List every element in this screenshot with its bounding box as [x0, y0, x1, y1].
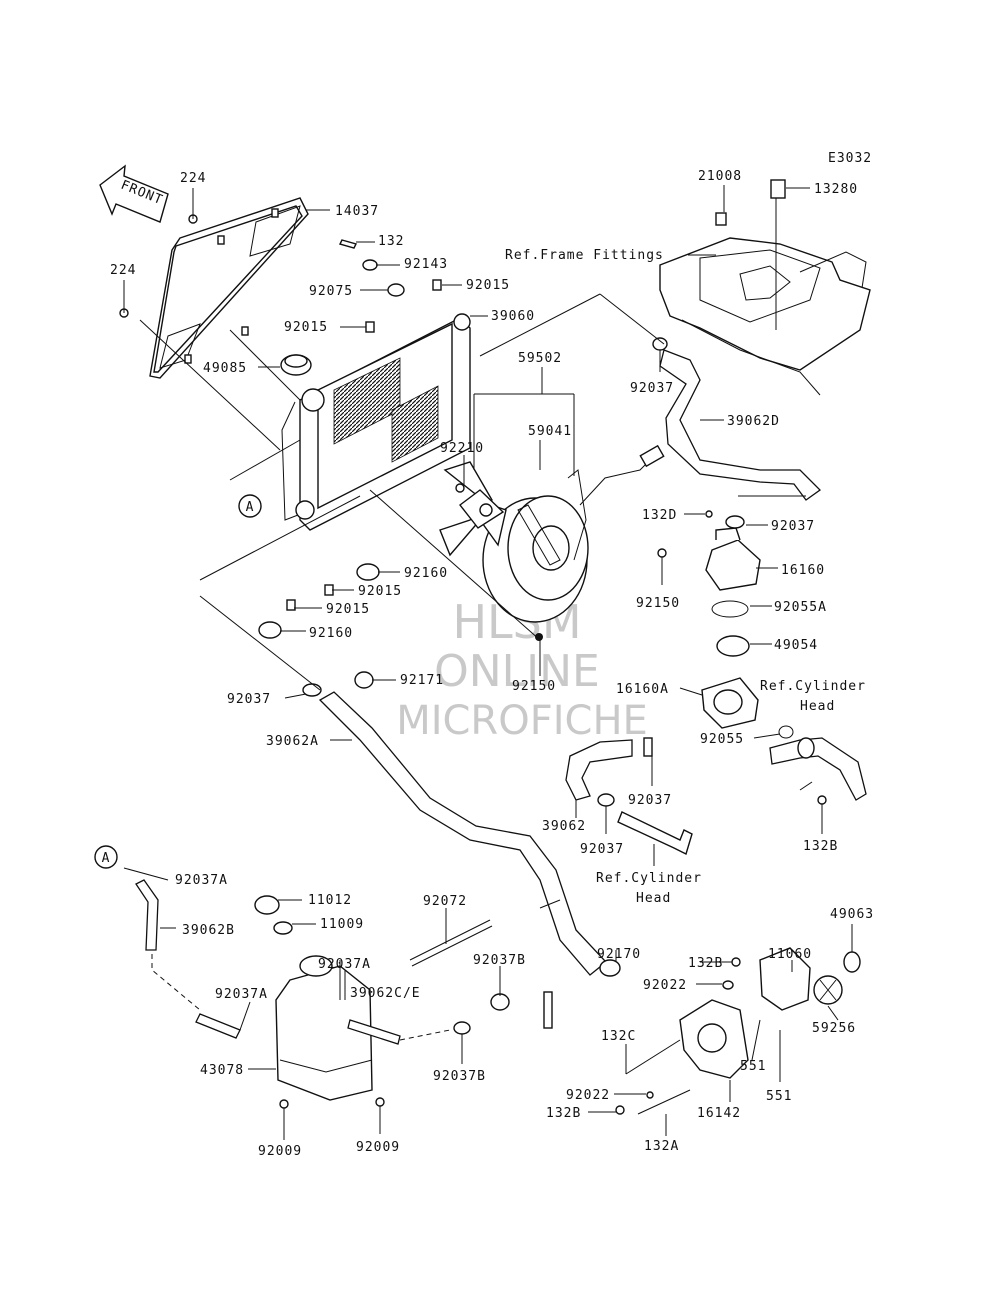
part-label-132D: 132D: [642, 508, 677, 523]
leader-lines: [123, 185, 853, 1140]
part-label-92015-a: 92015: [466, 278, 510, 293]
part-label-92160-b: 92160: [309, 626, 353, 641]
part-label-16142: 16142: [697, 1106, 741, 1121]
part-label-39062D: 39062D: [727, 414, 780, 429]
part-label-92037A-a: 92037A: [175, 873, 228, 888]
part-label-92160-a: 92160: [404, 566, 448, 581]
part-label-92171: 92171: [400, 673, 444, 688]
marker-a-bottom: [94, 845, 118, 869]
part-label-21008: 21008: [698, 169, 742, 184]
ref-cylinder-head-1-line1: Ref.Cylinder: [760, 679, 866, 694]
pipe-right: [769, 737, 867, 805]
marker-a-bottom-label: A: [102, 851, 111, 866]
part-label-39062CE: 39062C/E: [350, 986, 421, 1001]
pipe-lower: [617, 811, 693, 855]
part-label-132B-a: 132B: [803, 839, 838, 854]
part-label-11009: 11009: [320, 917, 364, 932]
ref-cylinder-head-2-line1: Ref.Cylinder: [596, 871, 702, 886]
part-label-92037-c: 92037: [771, 519, 815, 534]
part-label-92009-a: 92009: [258, 1144, 302, 1159]
part-label-92037-d: 92037: [628, 793, 672, 808]
hose-39062: [565, 737, 653, 807]
hose-39062A: [302, 671, 607, 976]
part-label-132B-c: 132B: [546, 1106, 581, 1121]
part-label-92055: 92055: [700, 732, 744, 747]
part-label-49063: 49063: [830, 907, 874, 922]
ref-cylinder-head-2-line2: Head: [636, 891, 671, 906]
ref-frame-fittings: Ref.Frame Fittings: [505, 248, 664, 263]
radiator-cap: [280, 354, 312, 376]
part-label-92022-a: 92022: [643, 978, 687, 993]
part-label-92037-b: 92037: [630, 381, 674, 396]
part-label-92037B-a: 92037B: [473, 953, 526, 968]
part-label-92143: 92143: [404, 257, 448, 272]
part-label-224-a: 224: [180, 171, 206, 186]
part-label-39062: 39062: [542, 819, 586, 834]
marker-a-top: [238, 494, 262, 518]
part-label-92150-a: 92150: [512, 679, 556, 694]
thermostat-housing: [701, 510, 794, 739]
fan-assembly: [439, 444, 665, 641]
radiator: [281, 313, 471, 531]
part-label-49085: 49085: [203, 361, 247, 376]
part-label-16160A: 16160A: [616, 682, 669, 697]
part-label-132A: 132A: [644, 1139, 679, 1154]
part-label-132C: 132C: [601, 1029, 636, 1044]
part-label-11012: 11012: [308, 893, 352, 908]
part-label-92009-b: 92009: [356, 1140, 400, 1155]
reservoir-tank: [254, 895, 385, 1109]
overflow-hoses: [135, 879, 553, 1045]
part-label-11060: 11060: [768, 947, 812, 962]
fasteners-upper: [119, 214, 667, 639]
part-label-92072: 92072: [423, 894, 467, 909]
part-labels: 224 14037 132 92143 224 92075 92015 3906…: [110, 169, 874, 1159]
part-label-92055A: 92055A: [774, 600, 827, 615]
part-label-39062B: 39062B: [182, 923, 235, 938]
part-label-39062A: 39062A: [266, 734, 319, 749]
water-pump: [599, 947, 861, 1115]
marker-a-group: A A: [94, 494, 262, 869]
part-label-92037-a: 92037: [227, 692, 271, 707]
part-label-92015-c: 92015: [358, 584, 402, 599]
part-label-224-b: 224: [110, 263, 136, 278]
part-label-92150-b: 92150: [636, 596, 680, 611]
radiator-screen: [149, 197, 309, 379]
marker-a-top-label: A: [246, 500, 255, 515]
watermark-line-2: ONLINE: [434, 646, 600, 697]
frame-fittings: [659, 179, 871, 396]
part-label-92210: 92210: [440, 441, 484, 456]
ref-cylinder-head-1-line2: Head: [800, 699, 835, 714]
part-label-92015-d: 92015: [326, 602, 370, 617]
part-label-92022-b: 92022: [566, 1088, 610, 1103]
part-label-39060: 39060: [491, 309, 535, 324]
part-label-16160: 16160: [781, 563, 825, 578]
part-label-92170: 92170: [597, 947, 641, 962]
part-label-92037-e: 92037: [580, 842, 624, 857]
part-label-92037B-b: 92037B: [433, 1069, 486, 1084]
part-label-59256: 59256: [812, 1021, 856, 1036]
part-label-551-a: 551: [740, 1059, 766, 1074]
part-label-92075: 92075: [309, 284, 353, 299]
part-label-43078: 43078: [200, 1063, 244, 1078]
part-label-551-b: 551: [766, 1089, 792, 1104]
part-label-92037A-b: 92037A: [318, 957, 371, 972]
watermark-line-3: MICROFICHE: [396, 698, 648, 744]
part-label-49054: 49054: [774, 638, 818, 653]
part-label-92015-b: 92015: [284, 320, 328, 335]
front-arrow: FRONT: [99, 164, 169, 223]
part-label-59502: 59502: [518, 351, 562, 366]
part-label-132: 132: [378, 234, 404, 249]
diagram-code: E3032: [828, 151, 872, 166]
part-label-14037: 14037: [335, 204, 379, 219]
part-label-92037A-c: 92037A: [215, 987, 268, 1002]
part-label-59041: 59041: [528, 424, 572, 439]
hose-39062D: [652, 337, 822, 501]
part-label-13280: 13280: [814, 182, 858, 197]
part-label-132B-b: 132B: [688, 956, 723, 971]
